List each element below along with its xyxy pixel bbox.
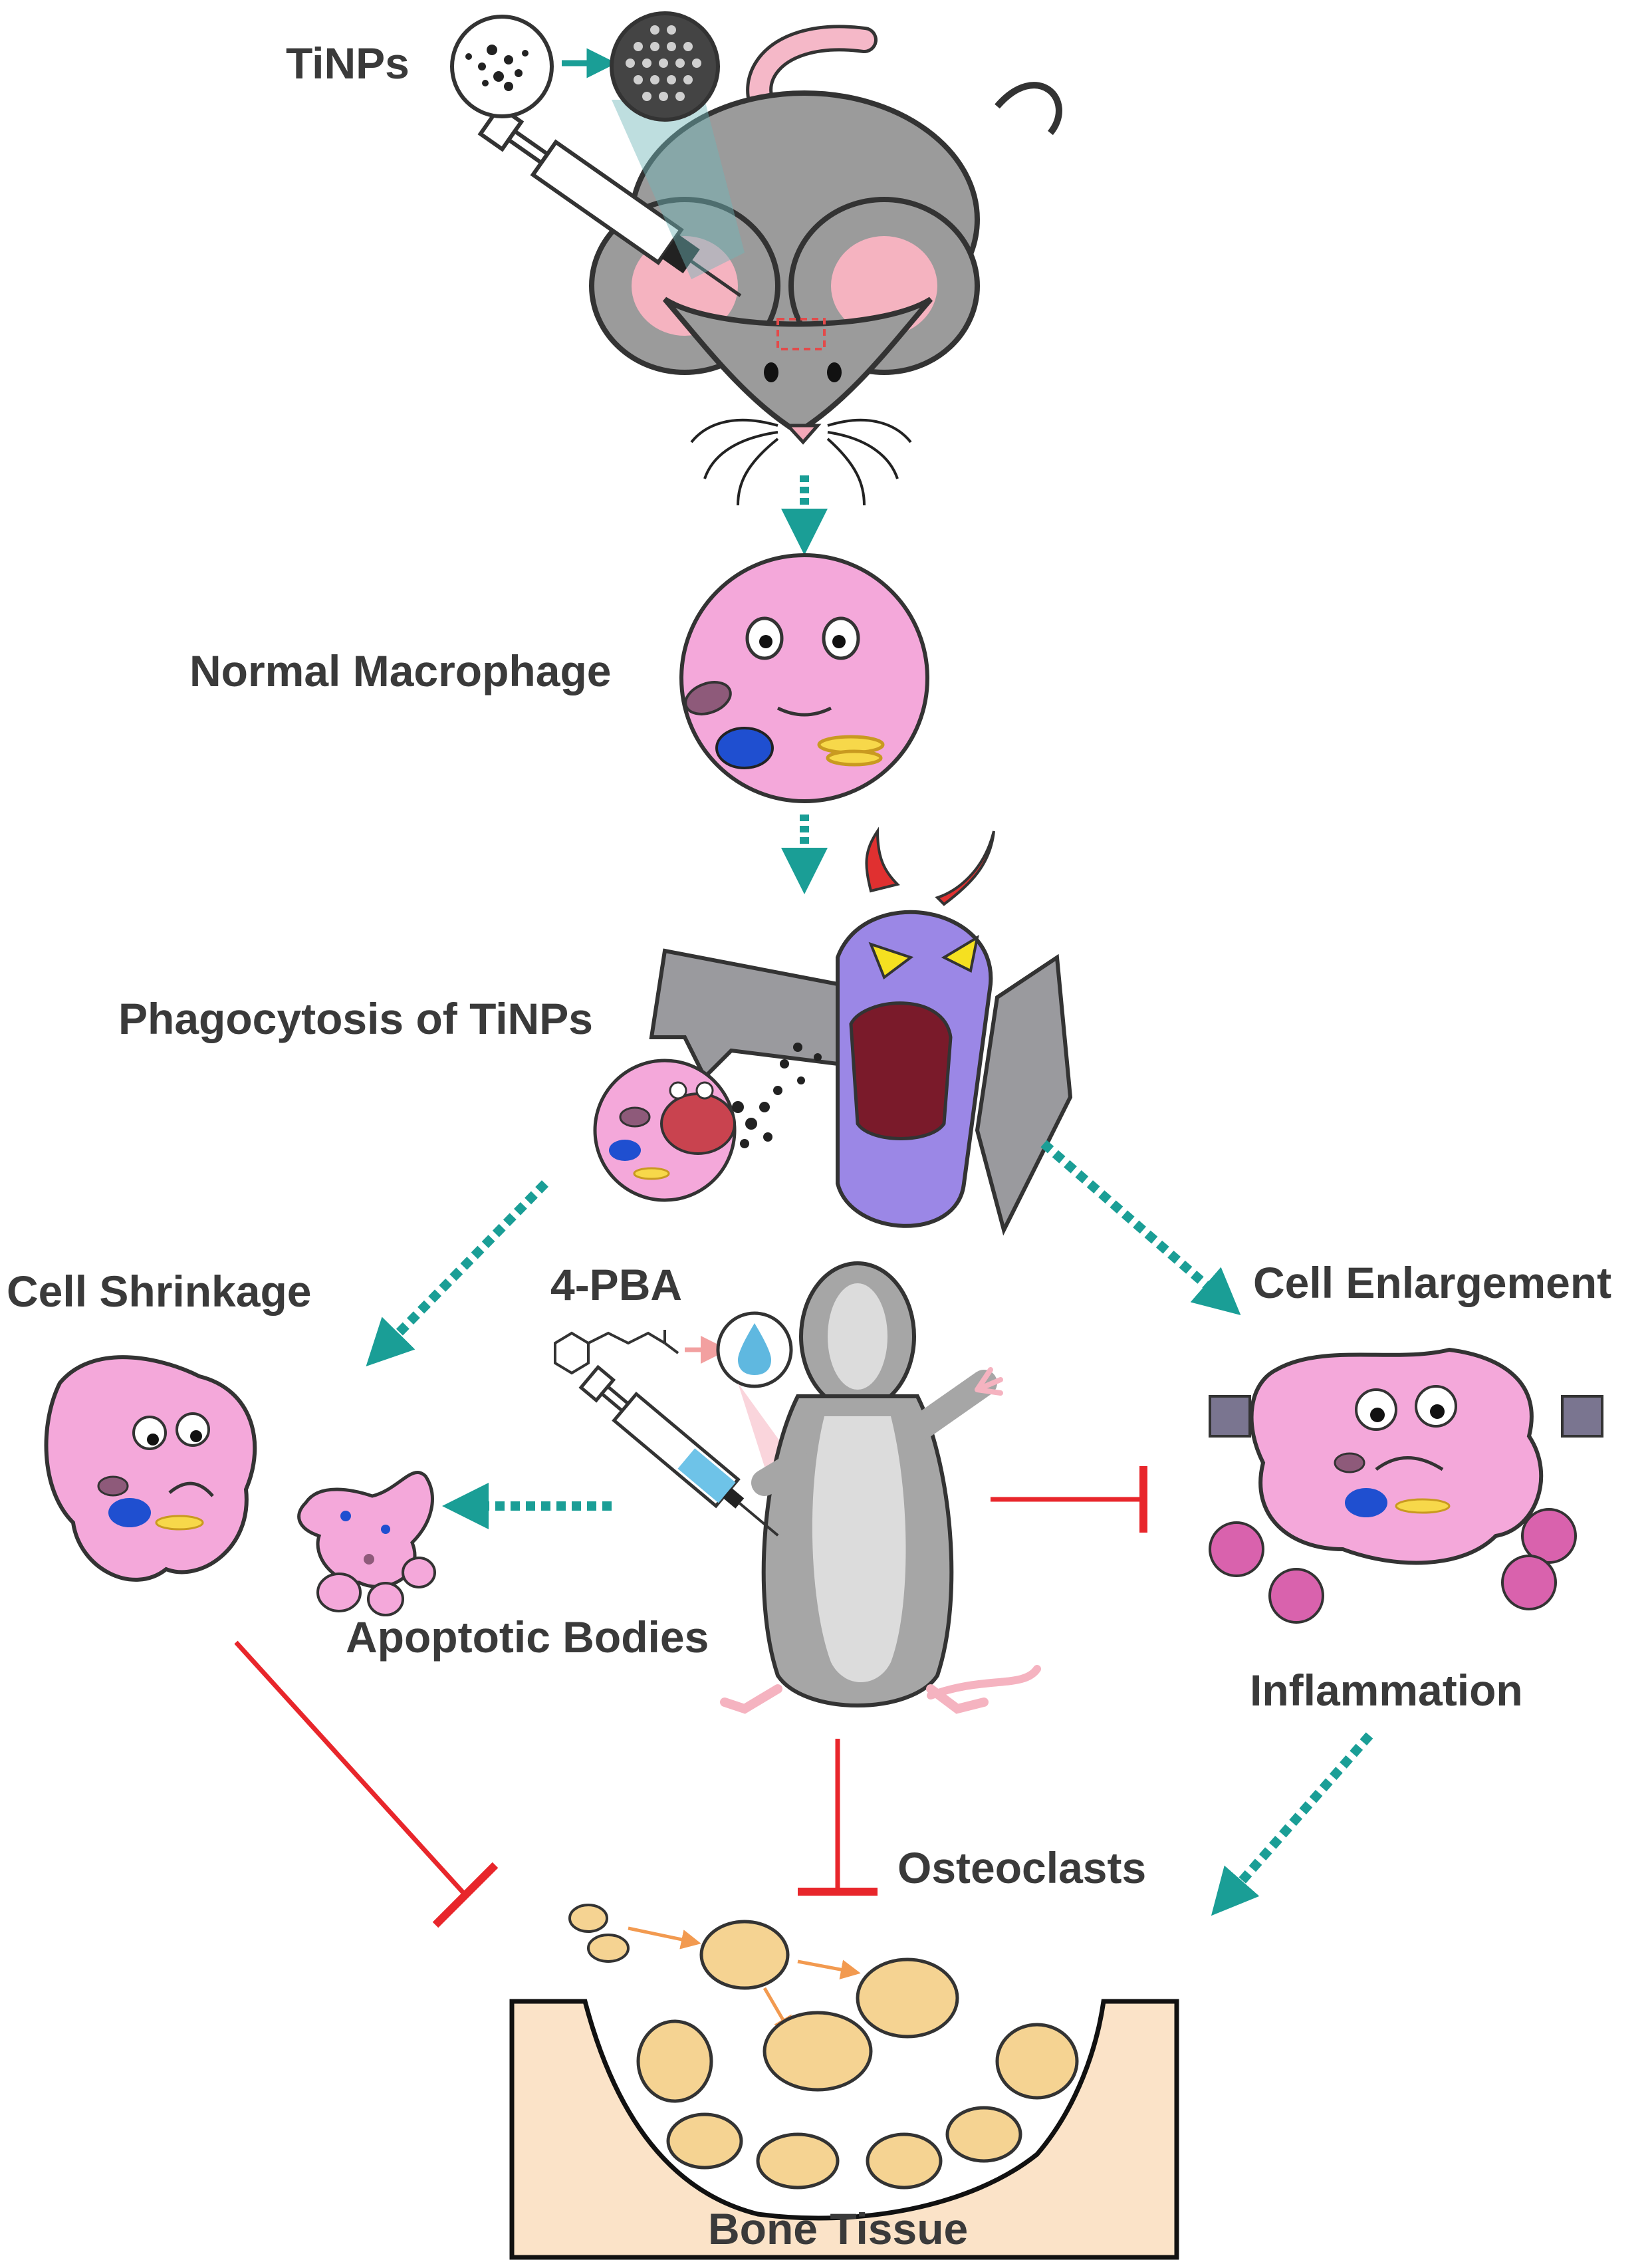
- shrunken-macrophage: [44, 1355, 257, 1582]
- label-four-pba: 4-PBA: [550, 1260, 682, 1309]
- label-phagocytosis: Phagocytosis of TiNPs: [118, 994, 593, 1043]
- label-bone-tissue: Bone Tissue: [708, 2204, 968, 2253]
- osteoclast-lifecycle: [568, 1904, 1079, 2190]
- inhibition-to-inflammation: [991, 1466, 1147, 1533]
- inhibition-shrinkage-to-bone: [234, 1640, 499, 1928]
- normal-macrophage: [679, 553, 929, 803]
- label-apoptotic-bodies: Apoptotic Bodies: [346, 1612, 709, 1662]
- tinps-dots-icon: [450, 15, 554, 118]
- phagocytosing-macrophage: [593, 1059, 737, 1202]
- enlarged-macrophage: [1249, 1347, 1544, 1565]
- apoptotic-bodies: [297, 1471, 436, 1616]
- inhibition-rat-to-bone: [798, 1739, 878, 1896]
- arrow-to-cell-shrinkage: [366, 1180, 548, 1366]
- nanoparticle-grid-icon: [610, 11, 745, 279]
- tinps-particles: [732, 1043, 822, 1148]
- label-inflammation: Inflammation: [1250, 1666, 1523, 1715]
- label-tinps: TiNPs: [286, 39, 410, 88]
- label-normal-macrophage: Normal Macrophage: [189, 646, 611, 695]
- top-mouse: [589, 25, 1062, 506]
- arrow-to-cell-enlargement: [1040, 1140, 1241, 1315]
- water-drop-icon: [716, 1311, 793, 1388]
- cytokine-monsters: [1209, 1395, 1603, 1624]
- 4-pba-structure-icon: [554, 1330, 679, 1375]
- label-osteoclasts: Osteoclasts: [897, 1843, 1146, 1892]
- arrow-inflammation-to-osteoclasts: [1211, 1732, 1373, 1916]
- bone-tissue: [509, 1999, 1179, 2260]
- label-cell-enlargement: Cell Enlargement: [1253, 1258, 1611, 1307]
- label-cell-shrinkage: Cell Shrinkage: [7, 1267, 312, 1316]
- bacterium-monster: [649, 826, 1073, 1236]
- rat-syringe-icon: [578, 1364, 779, 1537]
